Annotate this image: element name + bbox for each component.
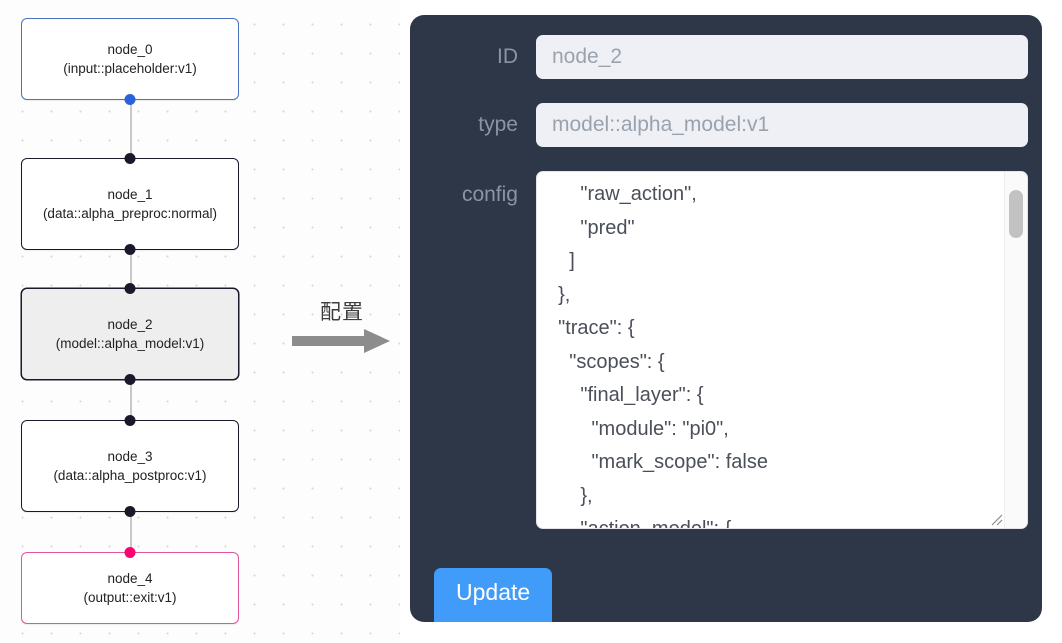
edge-node1-node2 xyxy=(130,244,132,294)
update-button[interactable]: Update xyxy=(434,568,553,622)
node-subtitle: (model::alpha_model:v1) xyxy=(55,336,205,351)
edge-node0-node1 xyxy=(130,94,132,164)
config-textarea-wrapper: "raw_action", "pred" ] }, "trace": { "sc… xyxy=(536,171,1028,529)
annotation-label: 配置 xyxy=(320,301,364,324)
node-title: node_3 xyxy=(107,449,153,464)
field-row-type: type xyxy=(424,103,1028,147)
node-handle-top[interactable] xyxy=(124,547,136,558)
node-subtitle: (data::alpha_postproc:v1) xyxy=(53,468,207,483)
node-handle-top[interactable] xyxy=(124,283,136,294)
flow-node-node_4[interactable]: node_4 (output::exit:v1) xyxy=(21,547,239,624)
config-label: config xyxy=(461,183,518,206)
node-handle-top[interactable] xyxy=(124,415,136,426)
node-subtitle: (input::placeholder:v1) xyxy=(63,61,197,76)
node-title: node_4 xyxy=(107,571,153,586)
node-config-panel: ID type config "raw_action", "pred" ] },… xyxy=(410,15,1042,622)
id-input[interactable] xyxy=(536,35,1028,79)
flow-node-node_1[interactable]: node_1 (data::alpha_preproc:normal) xyxy=(21,153,239,255)
node-handle-bottom[interactable] xyxy=(124,374,136,385)
node-title: node_2 xyxy=(107,317,153,332)
config-scrollbar-thumb[interactable] xyxy=(1009,190,1023,238)
flow-node-node_3[interactable]: node_3 (data::alpha_postproc:v1) xyxy=(21,415,239,517)
node-subtitle: (output::exit:v1) xyxy=(83,590,177,605)
node-title: node_0 xyxy=(107,42,153,57)
node-handle-top[interactable] xyxy=(124,153,136,164)
node-subtitle: (data::alpha_preproc:normal) xyxy=(42,206,218,221)
flow-node-node_0[interactable]: node_0 (input::placeholder:v1) xyxy=(21,18,239,105)
field-row-config: config "raw_action", "pred" ] }, "trace"… xyxy=(424,171,1028,529)
edge-node3-node4 xyxy=(130,506,132,558)
edge-node2-node3 xyxy=(130,374,132,426)
node-handle-bottom[interactable] xyxy=(124,244,136,255)
config-textarea[interactable]: "raw_action", "pred" ] }, "trace": { "sc… xyxy=(536,171,1028,529)
field-row-id: ID xyxy=(424,35,1028,79)
type-label: type xyxy=(478,113,518,136)
flow-canvas[interactable]: node_0 (input::placeholder:v1) node_1 (d… xyxy=(0,0,400,643)
id-label: ID xyxy=(497,45,518,68)
node-handle-bottom[interactable] xyxy=(124,506,136,517)
node-title: node_1 xyxy=(107,187,153,202)
config-scrollbar[interactable] xyxy=(1004,172,1027,528)
type-input[interactable] xyxy=(536,103,1028,147)
arrow-right-icon xyxy=(292,328,392,354)
node-handle-bottom[interactable] xyxy=(124,94,136,105)
flow-node-node_2[interactable]: node_2 (model::alpha_model:v1) xyxy=(21,283,239,385)
annotation-配置: 配置 xyxy=(286,296,398,354)
